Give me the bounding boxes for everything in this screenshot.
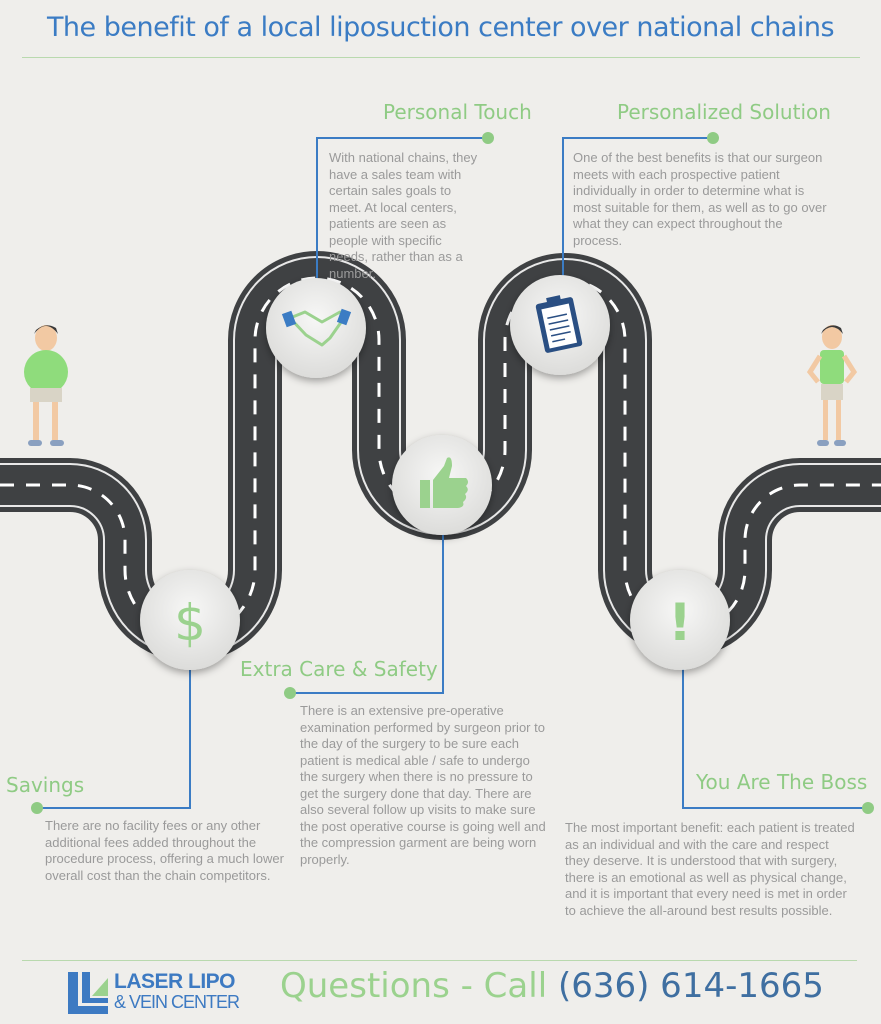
heading-you-are-the-boss: You Are The Boss — [696, 770, 868, 794]
logo-mark-icon — [68, 972, 108, 1014]
text-savings: There are no facility fees or any other … — [45, 818, 284, 883]
text-personal-touch: With national chains, they have a sales … — [329, 150, 478, 281]
dollar-icon: $ — [174, 594, 206, 652]
divider — [22, 57, 860, 58]
logo-line2: & VEIN CENTER — [114, 992, 240, 1012]
heading-personalized-solution: Personalized Solution — [617, 100, 831, 124]
phone-number[interactable]: (636) 614-1665 — [557, 966, 824, 1006]
heading-personal-touch: Personal Touch — [383, 100, 532, 124]
question-text: Questions - Call — [280, 966, 558, 1006]
icon-circles — [140, 275, 730, 670]
handshake-icon — [281, 308, 352, 347]
heading-savings: Savings — [6, 773, 85, 797]
connectors — [37, 137, 868, 809]
exclamation-icon: ! — [668, 593, 692, 653]
company-logo: LASER LIPO & VEIN CENTER — [68, 970, 243, 1016]
connector-dots — [31, 132, 874, 814]
footer-divider — [22, 960, 857, 961]
person-after-figure — [806, 325, 858, 446]
page-title: The benefit of a local liposuction cente… — [46, 12, 835, 43]
call-to-action: Questions - Call (636) 614-1665 — [280, 966, 824, 1006]
text-extra-care: There is an extensive pre-operative exam… — [300, 703, 546, 867]
heading-extra-care: Extra Care & Safety — [240, 657, 438, 681]
text-personalized-solution: One of the best benefits is that our sur… — [573, 150, 827, 248]
logo-line1: LASER LIPO — [114, 970, 236, 993]
text-you-are-the-boss: The most important benefit: each patient… — [565, 820, 855, 918]
clipboard-icon — [535, 295, 583, 353]
thumbs-up-icon — [420, 457, 468, 508]
person-before-figure — [24, 325, 68, 446]
